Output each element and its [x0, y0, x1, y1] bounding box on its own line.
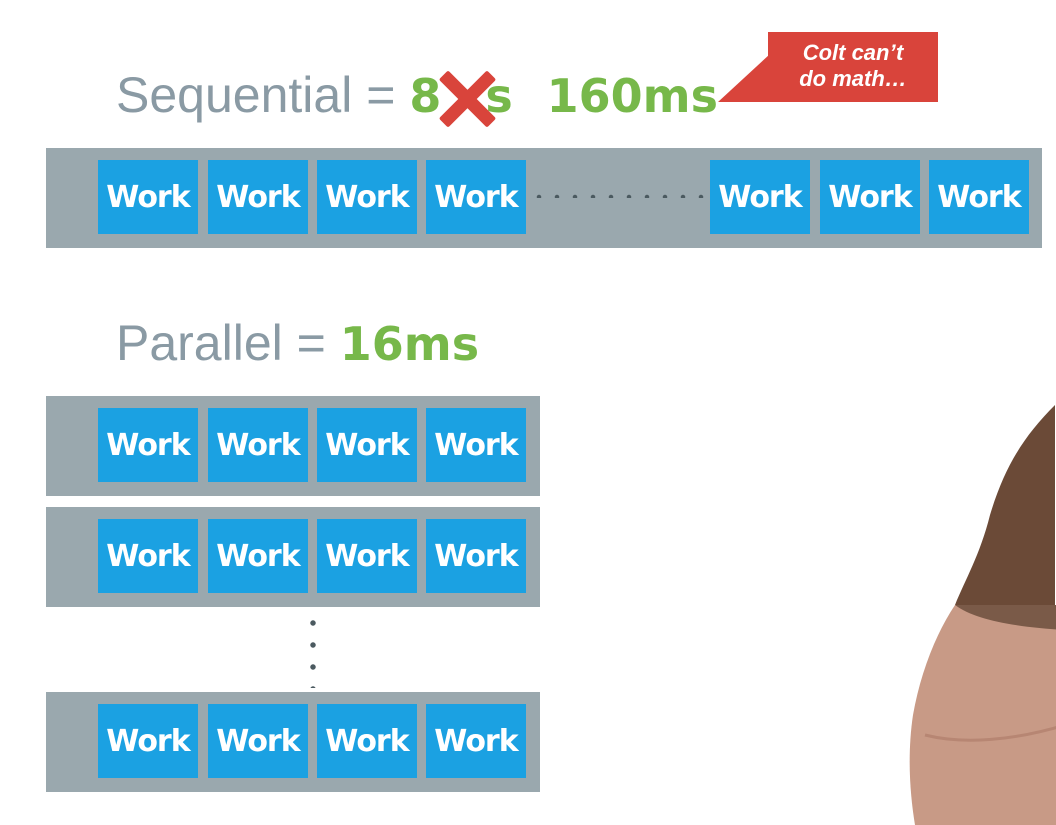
- callout-line-1: Colt can’t: [802, 40, 904, 65]
- work-block: Work: [426, 408, 526, 482]
- vertical-ellipsis: [310, 612, 316, 688]
- horizontal-ellipsis: [530, 194, 710, 198]
- callout: Colt can’t do math…: [718, 32, 938, 104]
- work-block: Work: [426, 704, 526, 778]
- work-block: Work: [98, 160, 198, 234]
- work-block: Work: [317, 408, 417, 482]
- work-block: Work: [426, 160, 526, 234]
- work-block: Work: [208, 408, 308, 482]
- work-block: Work: [317, 519, 417, 593]
- parallel-label: Parallel: [116, 315, 283, 371]
- work-block: Work: [929, 160, 1029, 234]
- sequential-label: Sequential: [116, 67, 353, 123]
- sequential-value: 160ms: [546, 69, 718, 123]
- work-block: Work: [98, 519, 198, 593]
- work-block: Work: [317, 704, 417, 778]
- callout-line-2: do math…: [799, 66, 907, 91]
- equals-sign: =: [366, 67, 396, 123]
- work-block: Work: [820, 160, 920, 234]
- work-block: Work: [98, 704, 198, 778]
- callout-box: Colt can’t do math…: [768, 32, 938, 102]
- work-block: Work: [208, 519, 308, 593]
- work-block: Work: [208, 160, 308, 234]
- parallel-value: 16ms: [339, 317, 480, 371]
- work-block: Work: [426, 519, 526, 593]
- cross-out-icon: [433, 67, 497, 131]
- work-block: Work: [98, 408, 198, 482]
- parallel-heading: Parallel = 16ms: [116, 318, 479, 368]
- presenter-image: [909, 405, 1056, 825]
- work-block: Work: [208, 704, 308, 778]
- work-block: Work: [317, 160, 417, 234]
- equals-sign: =: [296, 315, 326, 371]
- work-block: Work: [710, 160, 810, 234]
- callout-pointer: [718, 54, 770, 102]
